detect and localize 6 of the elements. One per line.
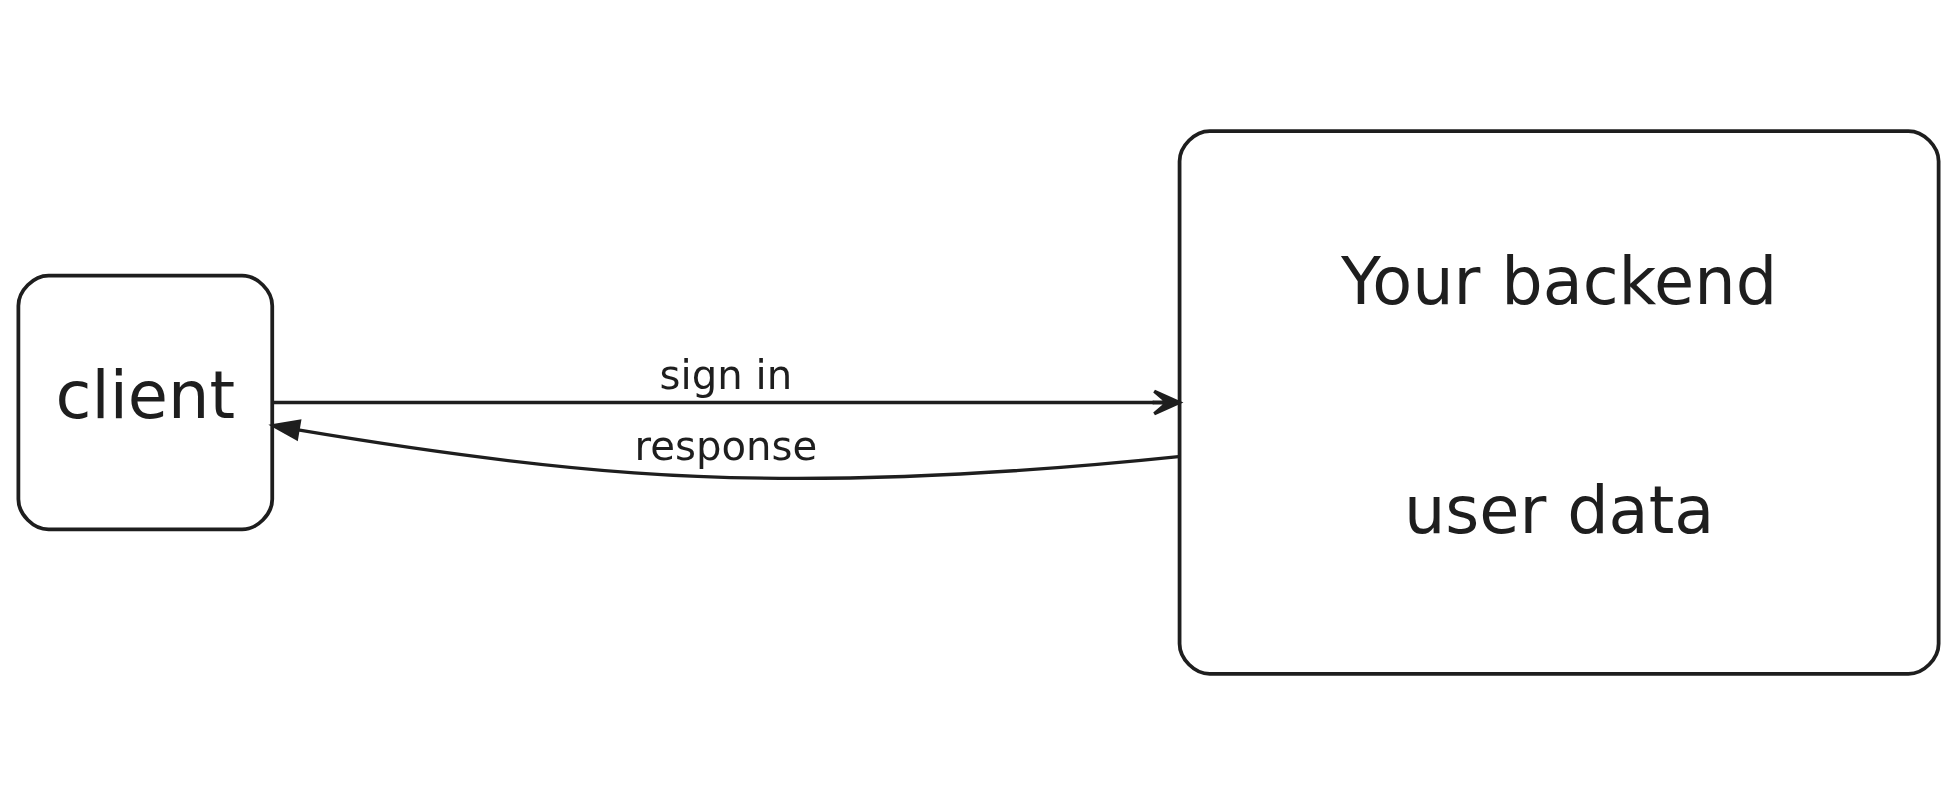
edge-label: sign in: [659, 352, 793, 399]
node-box: client: [16, 273, 275, 532]
arrow: [268, 419, 1179, 480]
node-box: Your backend user data: [1177, 129, 1941, 676]
edge-label: response: [634, 422, 818, 469]
arrow: [272, 389, 1182, 416]
